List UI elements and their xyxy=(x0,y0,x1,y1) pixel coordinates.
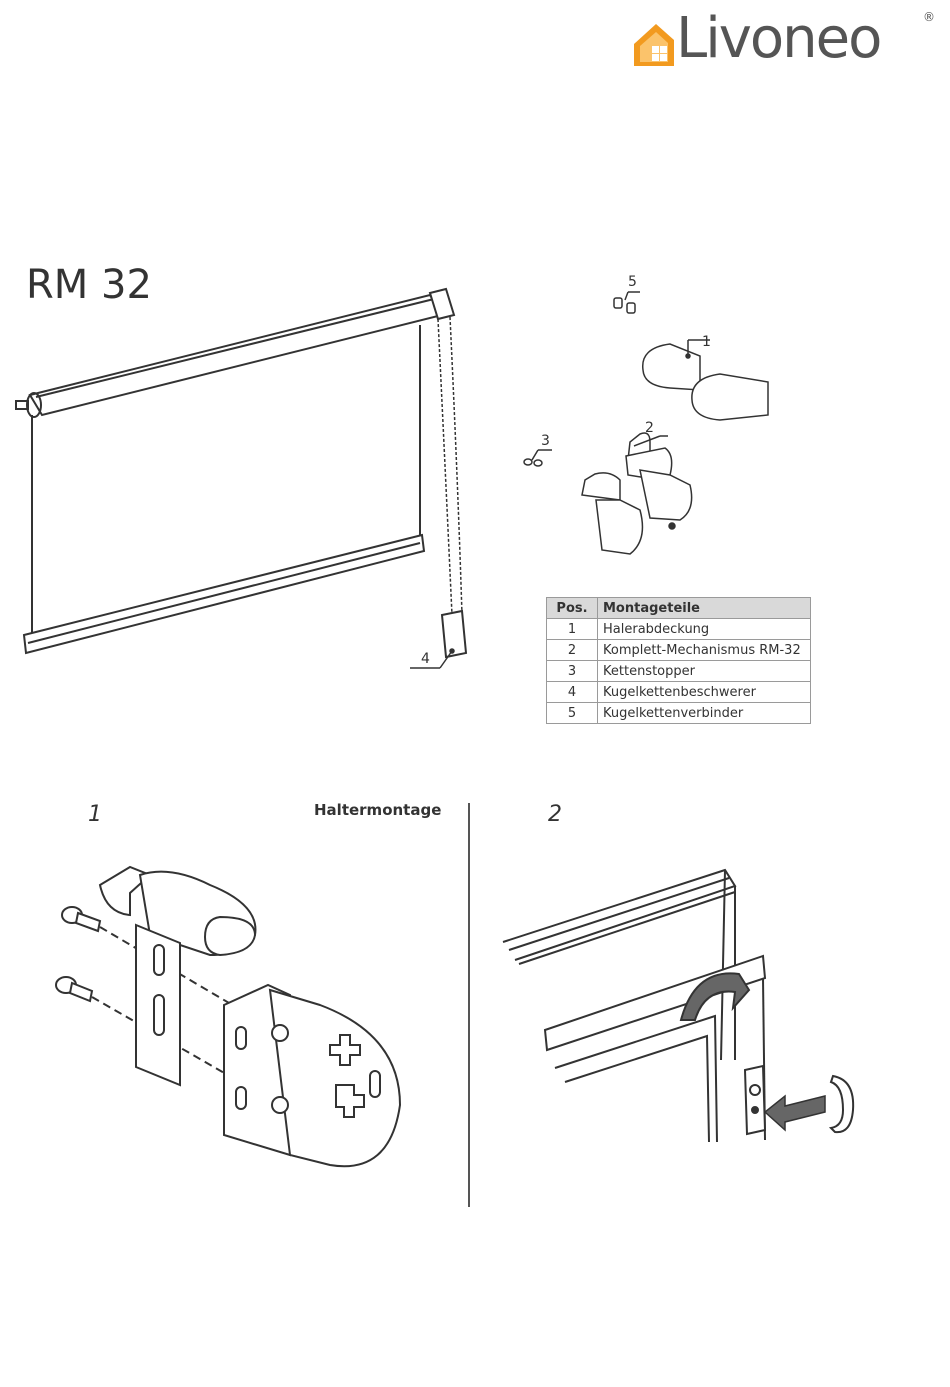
header-name: Montageteile xyxy=(598,598,811,619)
brand-logo: Livoneo ® xyxy=(632,10,942,70)
brand-name: Livoneo xyxy=(676,4,880,74)
row-pos: 3 xyxy=(547,661,598,682)
callout-4: 4 xyxy=(421,651,430,667)
row-name: Kettenstopper xyxy=(598,661,811,682)
table-row: 3 Kettenstopper xyxy=(547,661,811,682)
table-row: 2 Komplett-Mechanismus RM-32 xyxy=(547,640,811,661)
screw-icon xyxy=(56,977,92,1001)
registered-mark: ® xyxy=(923,10,935,24)
row-name: Kugelkettenbeschwerer xyxy=(598,682,811,703)
row-pos: 2 xyxy=(547,640,598,661)
screw-icon xyxy=(62,907,100,931)
row-name: Komplett-Mechanismus RM-32 xyxy=(598,640,811,661)
callout-5: 5 xyxy=(628,274,637,290)
table-row: 4 Kugelkettenbeschwerer xyxy=(547,682,811,703)
roller-blind-illustration xyxy=(10,285,480,685)
window-mounting-illustration xyxy=(495,860,875,1160)
step-1-title: Haltermontage xyxy=(314,801,441,819)
row-name: Kugelkettenverbinder xyxy=(598,703,811,724)
row-name: Halerabdeckung xyxy=(598,619,811,640)
callout-3: 3 xyxy=(541,433,550,449)
parts-table: Pos. Montageteile 1 Halerabdeckung 2 Kom… xyxy=(546,597,811,724)
house-icon xyxy=(632,18,676,68)
table-header-row: Pos. Montageteile xyxy=(547,598,811,619)
step-1-number: 1 xyxy=(88,802,102,827)
table-row: 1 Halerabdeckung xyxy=(547,619,811,640)
header-pos: Pos. xyxy=(547,598,598,619)
callout-1: 1 xyxy=(702,334,711,350)
parts-illustration xyxy=(510,270,810,570)
callout-2: 2 xyxy=(645,420,654,436)
row-pos: 5 xyxy=(547,703,598,724)
row-pos: 1 xyxy=(547,619,598,640)
section-divider xyxy=(468,803,470,1207)
table-row: 5 Kugelkettenverbinder xyxy=(547,703,811,724)
bracket-mounting-illustration xyxy=(40,855,420,1185)
step-2-number: 2 xyxy=(548,802,562,827)
row-pos: 4 xyxy=(547,682,598,703)
